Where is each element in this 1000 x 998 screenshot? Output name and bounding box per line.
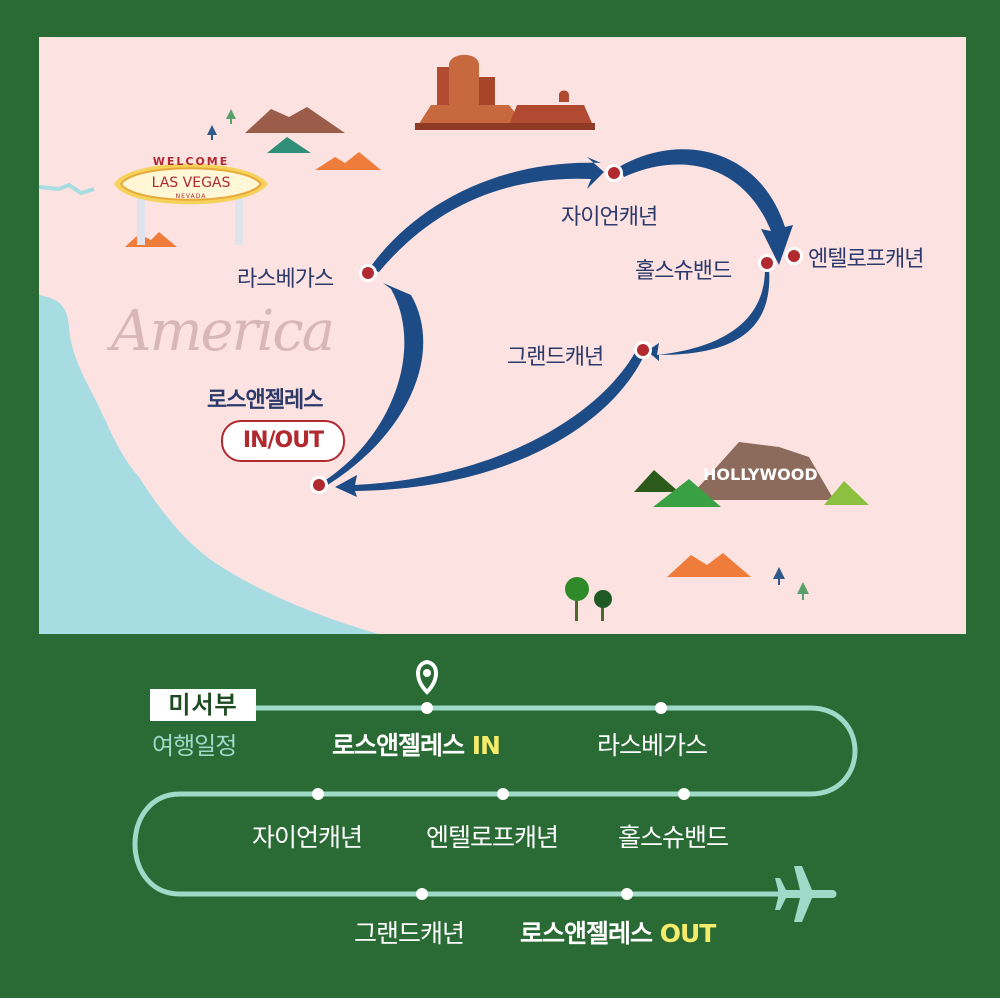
sign-las-vegas: LAS VEGAS — [151, 175, 231, 191]
tree-round-2 — [594, 590, 612, 621]
route-dot-antelope — [497, 788, 509, 800]
stop-dots — [310, 164, 803, 494]
mountain-brown — [245, 107, 345, 133]
route-dot-la-out — [621, 888, 633, 900]
hollywood-text: HOLLYWOOD — [703, 465, 818, 484]
tree-small-2 — [226, 109, 236, 124]
tree-small-1 — [207, 125, 217, 140]
route-line — [132, 705, 858, 897]
arrow-horseshoe-to-grand — [647, 269, 770, 361]
route-map: WELCOME LAS VEGAS NEVADA HOLLYWOOD Ameri… — [39, 37, 966, 634]
las-vegas-sign-art — [114, 163, 268, 245]
mountain-orange-bottom — [667, 553, 751, 577]
stop-la-out: 로스앤젤레스 OUT — [520, 914, 717, 950]
stop-antelope: 엔텔로프캐년 — [426, 823, 559, 852]
label-grand: 그랜드캐년 — [507, 345, 604, 370]
arrow-zion-to-antelope — [619, 149, 793, 265]
route-dot-zion — [312, 788, 324, 800]
mountain-teal — [267, 137, 311, 153]
coastline-sea — [39, 295, 379, 634]
arrow-la-to-lasvegas — [321, 283, 424, 489]
map-artwork — [39, 54, 869, 634]
america-watermark: America — [111, 299, 335, 364]
route-dot-la-in — [421, 702, 433, 714]
stop-la-out-name: 로스앤젤레스 — [520, 919, 653, 948]
tree-round-1 — [565, 577, 589, 621]
river — [39, 182, 95, 196]
route-dot-lasvegas — [655, 702, 667, 714]
label-antelope: 엔텔로프캐년 — [808, 247, 924, 272]
inout-badge: IN/OUT — [221, 420, 345, 462]
stop-la-in-tag: IN — [471, 731, 501, 760]
route-arrows — [321, 149, 793, 497]
arrow-grand-to-la — [335, 345, 647, 497]
stop-la-in-name: 로스앤젤레스 — [332, 731, 465, 760]
stop-lasvegas: 라스베가스 — [597, 731, 708, 760]
airplane-icon — [775, 866, 837, 922]
route-dots — [312, 702, 690, 900]
stop-la-out-tag: OUT — [659, 919, 717, 948]
stop-la-in: 로스앤젤레스 IN — [332, 726, 501, 762]
label-zion: 자이언캐년 — [561, 205, 658, 230]
label-lasvegas: 라스베가스 — [237, 267, 334, 292]
itinerary-title: 미서부 — [150, 689, 256, 721]
route-dot-grand — [416, 888, 428, 900]
sign-welcome: WELCOME — [152, 155, 230, 168]
mountain-orange — [315, 152, 381, 170]
arrow-lasvegas-to-zion — [369, 157, 604, 272]
tree-small-4 — [797, 582, 809, 600]
label-la: 로스앤젤레스 — [207, 388, 323, 413]
stop-grand: 그랜드캐년 — [354, 919, 465, 948]
sign-nevada: NEVADA — [175, 193, 207, 200]
canyon-rocks-art — [415, 54, 595, 130]
tree-small-3 — [773, 567, 785, 585]
itinerary-subtitle: 여행일정 — [152, 732, 237, 760]
route-dot-horseshoe — [678, 788, 690, 800]
itinerary-route — [132, 659, 858, 922]
stop-horseshoe: 홀스슈밴드 — [618, 823, 729, 852]
location-pin-icon — [416, 659, 438, 695]
hollywood-hill-art — [634, 442, 869, 507]
mountain-orange-small — [125, 232, 177, 247]
label-horseshoe: 홀스슈밴드 — [635, 259, 732, 284]
stop-zion: 자이언캐년 — [252, 823, 363, 852]
